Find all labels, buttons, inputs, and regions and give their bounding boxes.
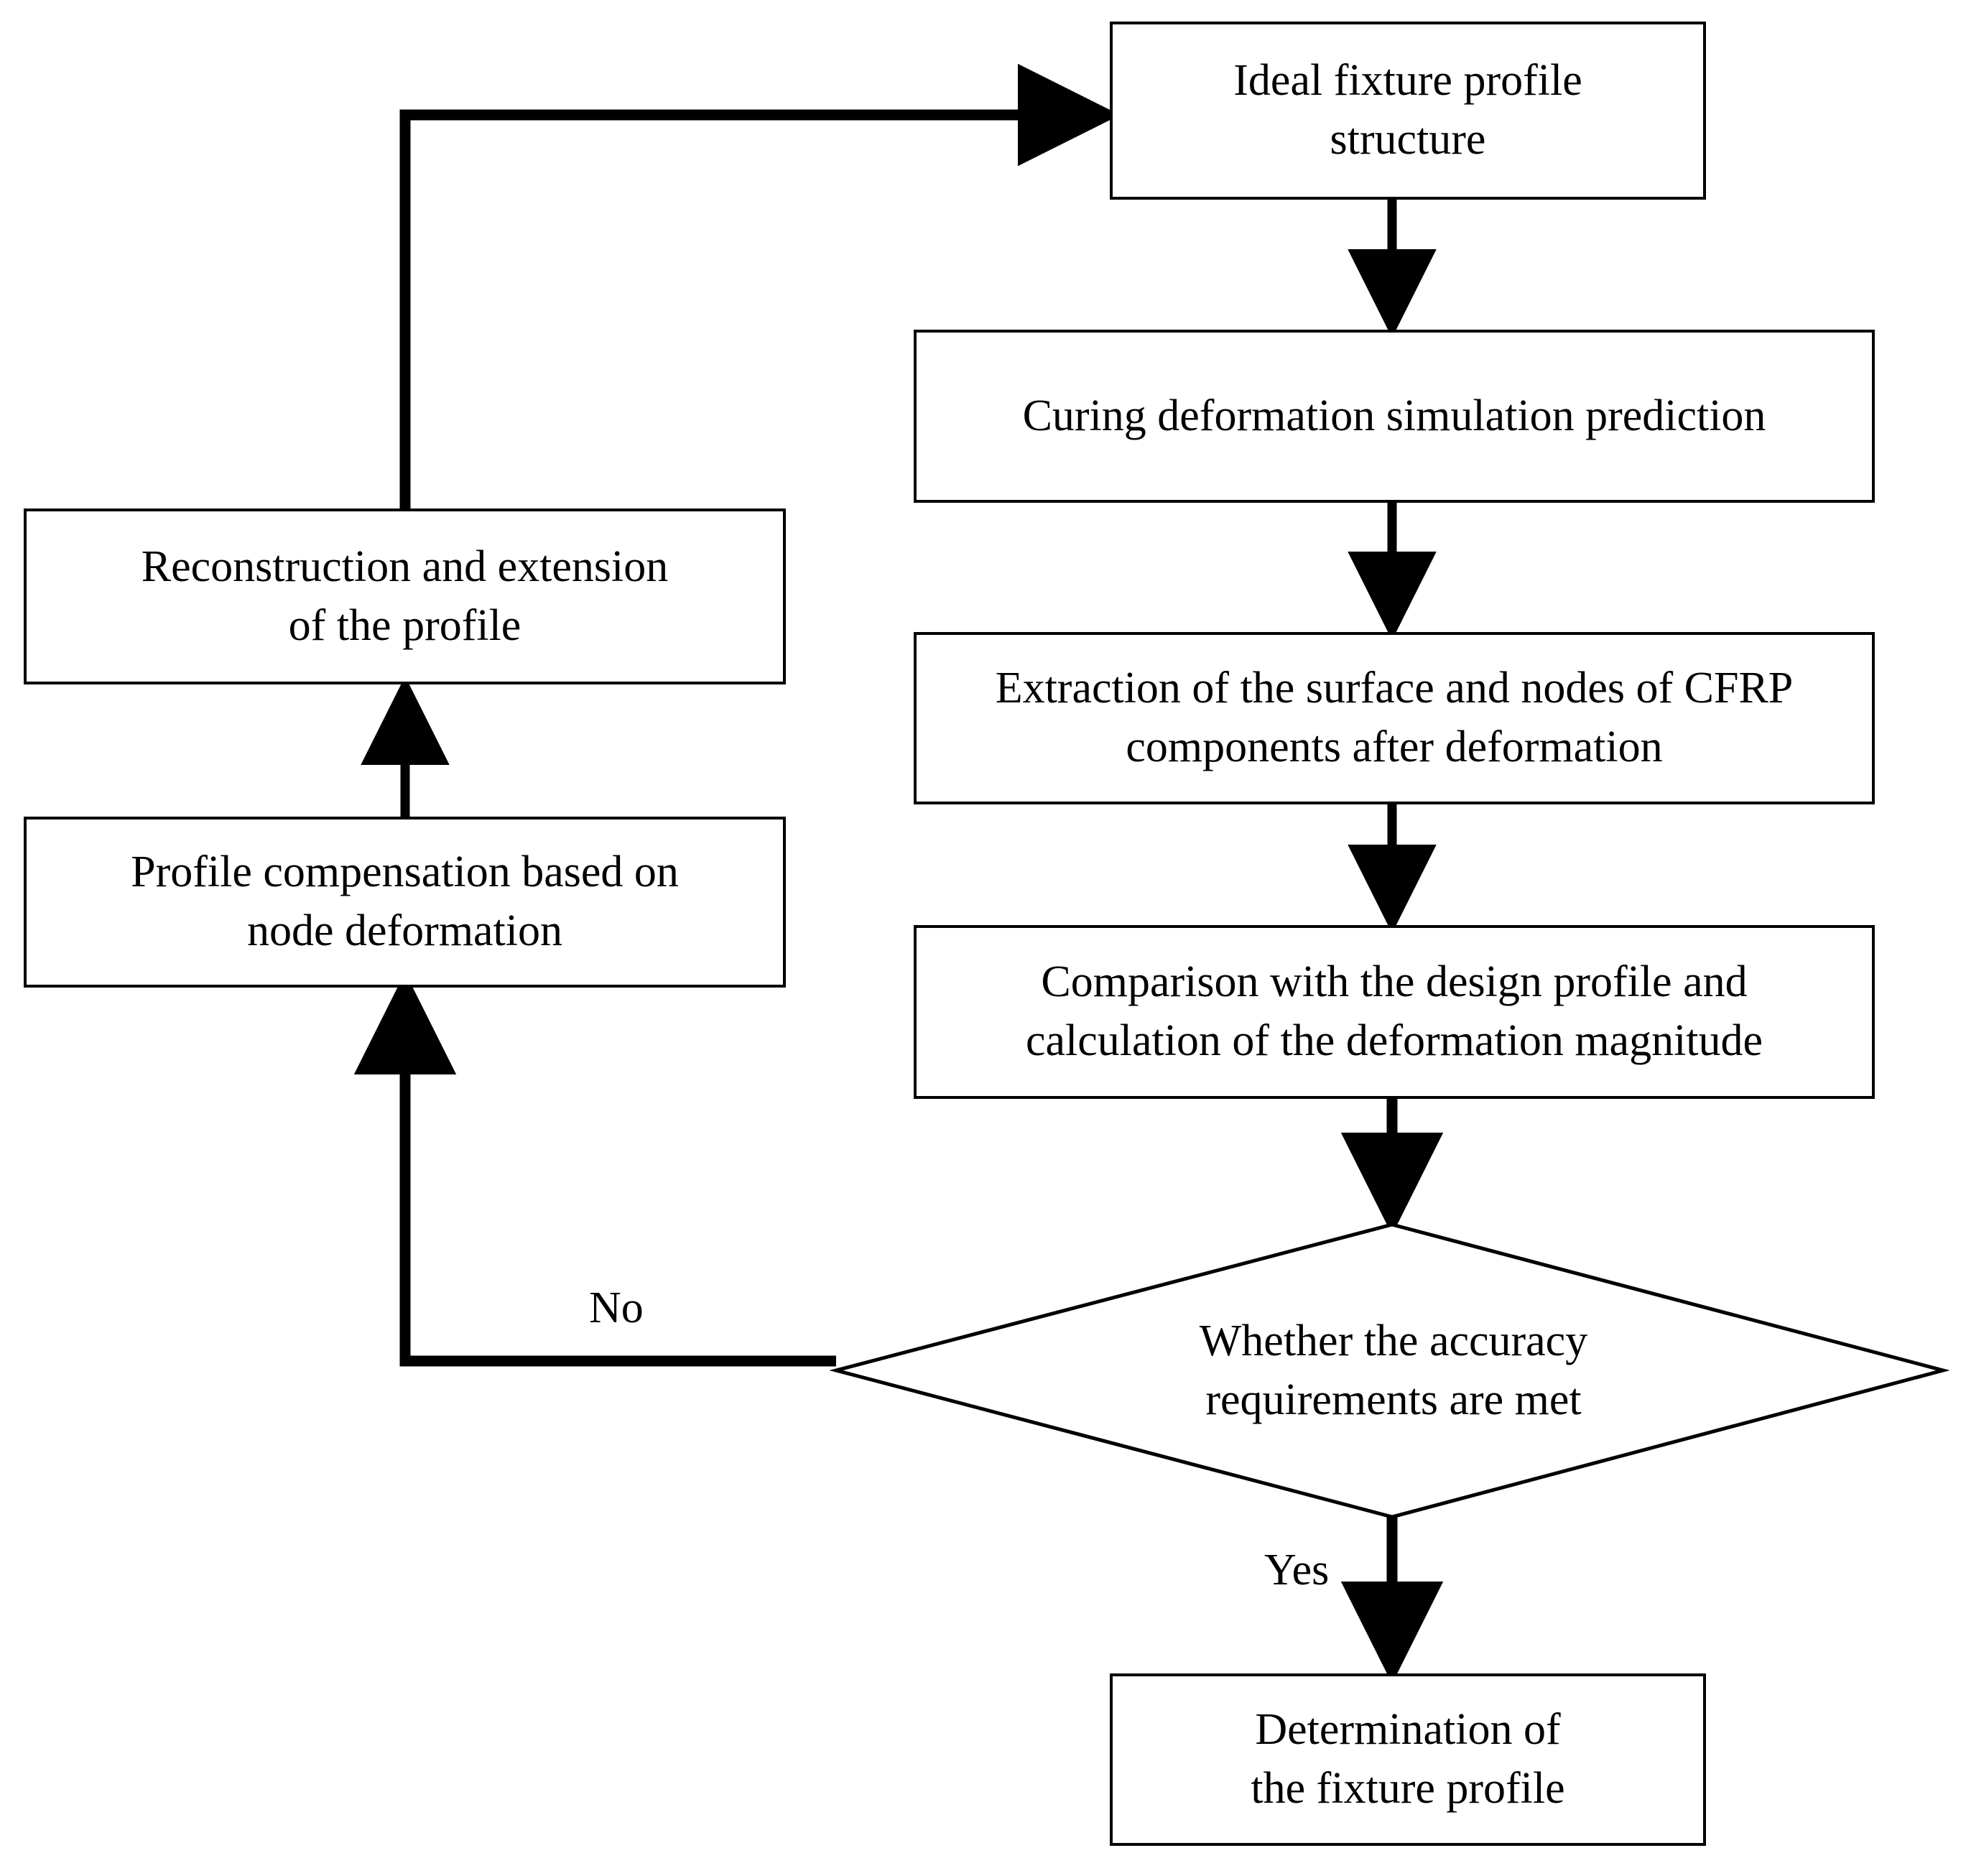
node-curing-simulation-label: Curing deformation simulation prediction — [1022, 391, 1766, 440]
node-extraction-surface-nodes[interactable]: Extraction of the surface and nodes of C… — [914, 632, 1875, 804]
node-comparison-label: Comparison with the design profile and c… — [1025, 957, 1763, 1065]
edge-label-yes: Yes — [1264, 1546, 1330, 1594]
node-ideal-fixture-profile-structure[interactable]: Ideal fixture profile structure — [1110, 22, 1706, 200]
node-compensation-label: Profile compensation based on node defor… — [131, 848, 679, 955]
node-profile-compensation-node-deformation[interactable]: Profile compensation based on node defor… — [24, 817, 786, 988]
node-determination-label: Determination of the fixture profile — [1251, 1705, 1565, 1813]
node-determination-fixture-profile[interactable]: Determination of the fixture profile — [1110, 1673, 1706, 1846]
node-extraction-label: Extraction of the surface and nodes of C… — [995, 664, 1794, 771]
node-comparison-design-profile[interactable]: Comparison with the design profile and c… — [914, 925, 1875, 1099]
node-reconstruction-label: Reconstruction and extension of the prof… — [141, 542, 669, 650]
node-reconstruction-extension-profile[interactable]: Reconstruction and extension of the prof… — [24, 509, 786, 684]
node-ideal-fixture-label: Ideal fixture profile structure — [1233, 56, 1582, 164]
edge-label-no: No — [589, 1283, 644, 1332]
node-decision-accuracy-requirements[interactable]: Whether the accuracy requirements are me… — [1006, 1286, 1781, 1457]
node-decision-label: Whether the accuracy requirements are me… — [1199, 1317, 1588, 1424]
edge-reconstruction-to-ideal — [399, 63, 1121, 509]
node-curing-deformation-simulation[interactable]: Curing deformation simulation prediction — [914, 330, 1875, 503]
edge-decision-no-to-compensation — [353, 972, 836, 1367]
